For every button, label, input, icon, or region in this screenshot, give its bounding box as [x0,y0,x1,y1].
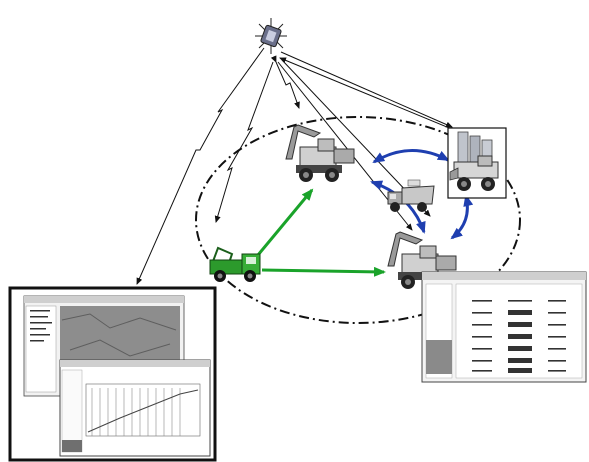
office-screen-icon [8,286,217,462]
uplink-excavator-top [270,55,300,109]
dump-truck-icon [387,179,435,212]
service-to-excavator-top [256,188,314,256]
site-boundary-ellipse [195,116,521,324]
service-to-excavator-bottom [261,266,386,277]
loader-excavator-link [450,194,474,240]
excavator-top-icon [285,124,355,182]
uplink-loader-return [279,57,460,133]
uplink-service-truck [214,61,274,223]
excavator-loader-link [372,149,450,164]
uplink-loader [280,51,453,128]
service-links [256,188,386,277]
satellite-icon [255,18,287,54]
uplink-office [136,47,265,285]
service-truck-icon [209,246,261,282]
field-screen-icon [421,271,587,383]
map-area [60,306,180,366]
wheel-loader-icon [447,127,507,199]
